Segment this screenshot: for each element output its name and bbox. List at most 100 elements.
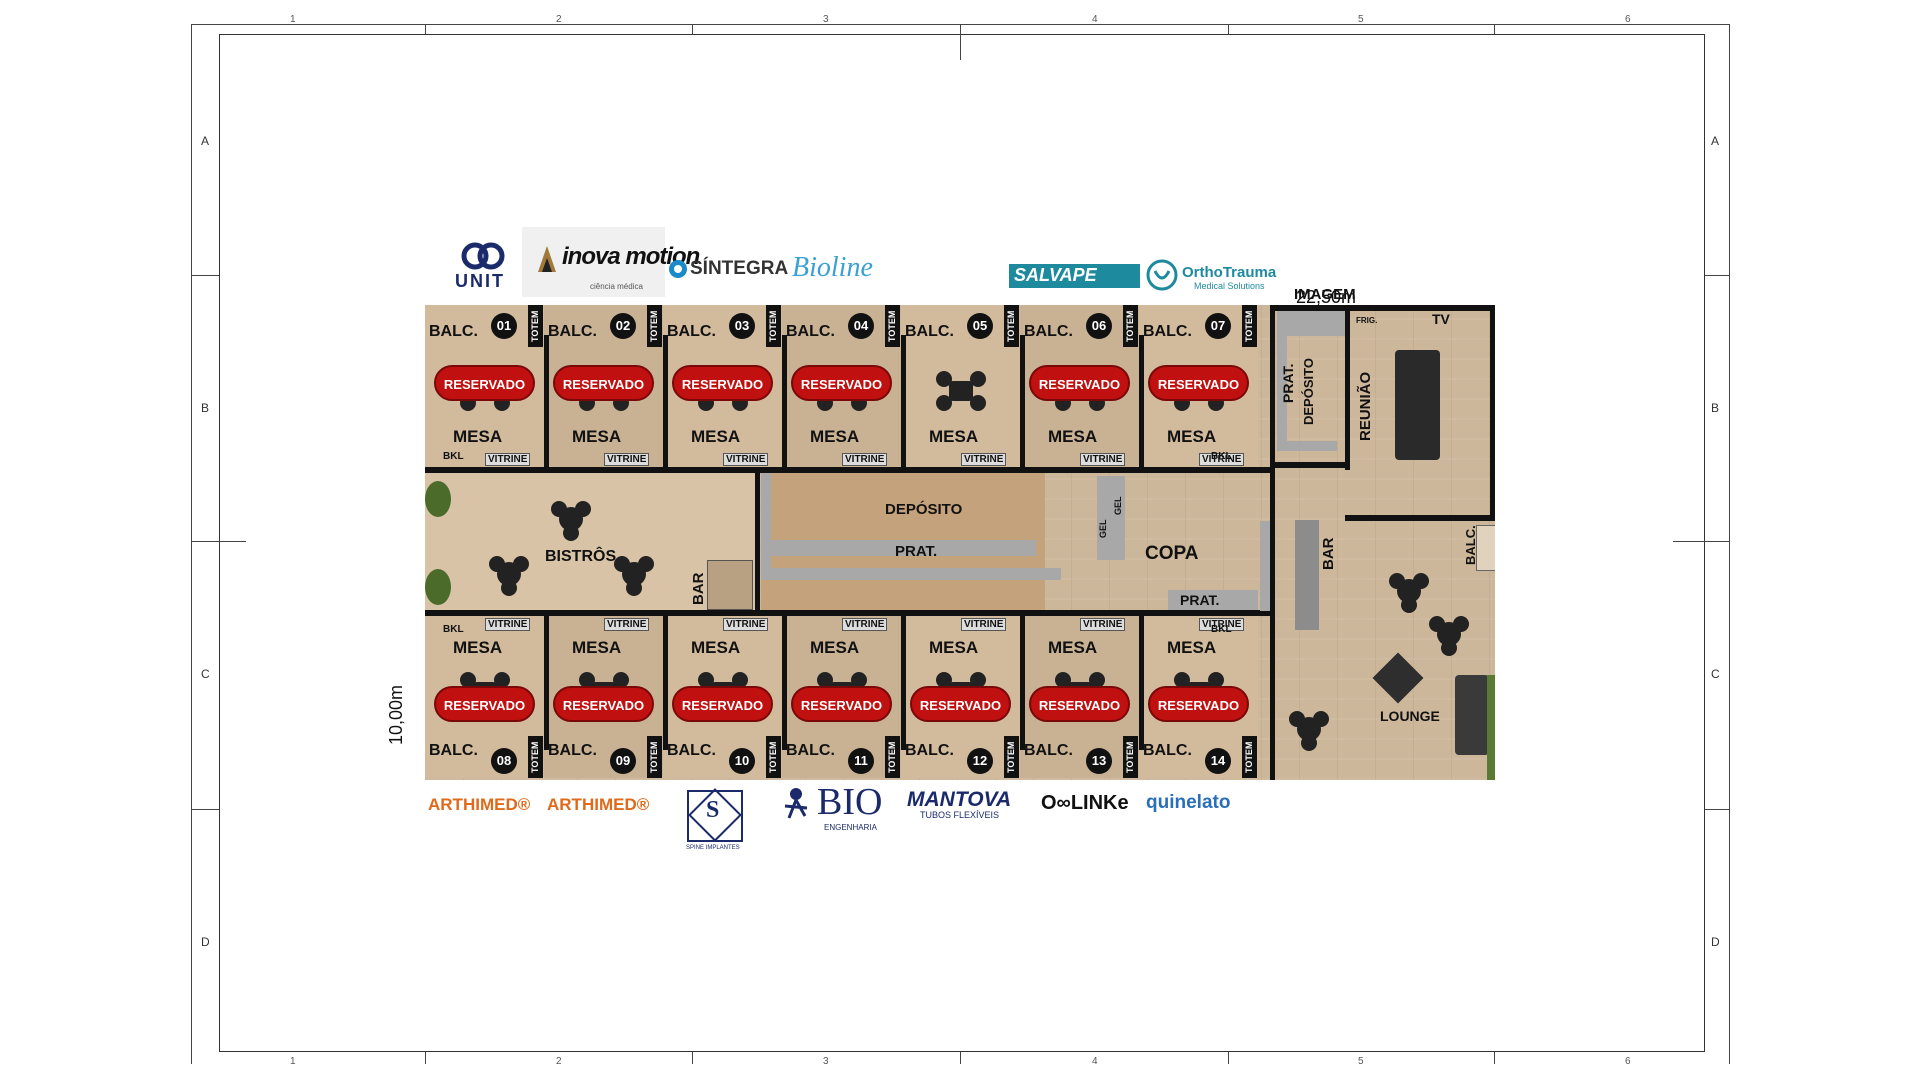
totem-label: TOTEM: [766, 736, 781, 778]
booth-divider-wall: [544, 335, 549, 467]
deposito-wall: [761, 473, 771, 578]
tick: [1494, 24, 1495, 34]
bistro-bar-label: BAR: [690, 572, 707, 606]
booth-number: 04: [848, 313, 874, 339]
mesa-label: MESA: [572, 638, 622, 657]
lounge-chair-icon: [1425, 610, 1473, 658]
right-block-wall: [1270, 305, 1275, 780]
bioline-logo-text: Bioline: [792, 252, 873, 283]
vitrine-label: VITRINE: [1080, 618, 1126, 631]
bkl-label: BKL: [1211, 624, 1232, 635]
bistro-bar-counter: [707, 560, 753, 610]
inova-logo-icon: [534, 242, 560, 276]
reserved-badge: RESERVADO: [434, 686, 535, 722]
bio-logo-sub: ENGENHARIA: [824, 823, 877, 832]
totem-label: TOTEM: [1123, 305, 1138, 347]
booth-number: 08: [491, 748, 517, 774]
orthotrauma-logo-icon: [1146, 259, 1178, 291]
totem-label: TOTEM: [885, 305, 900, 347]
totem-label: TOTEM: [1242, 736, 1257, 778]
reserved-badge: RESERVADO: [910, 686, 1011, 722]
reserved-badge: RESERVADO: [434, 365, 535, 401]
gel-label-1: GEL: [1098, 519, 1108, 538]
booth-number: 12: [967, 748, 993, 774]
totem-label: TOTEM: [647, 305, 662, 347]
balc-label: BALC.: [786, 323, 835, 340]
bio-logo-icon: [781, 786, 811, 826]
reserved-badge: RESERVADO: [791, 686, 892, 722]
frig-label: FRIG.: [1356, 316, 1378, 325]
booth-divider-wall: [663, 616, 668, 750]
col-num: 1: [290, 1056, 296, 1067]
totem-label: TOTEM: [766, 305, 781, 347]
vitrine-label: VITRINE: [1199, 618, 1245, 631]
corridor-wall-bottom: [425, 610, 1270, 616]
lounge-top-wall: [1270, 462, 1350, 468]
booth-number: 07: [1205, 313, 1231, 339]
sheet-outer-right-line: [1729, 24, 1730, 1064]
prat-label-copa: PRAT.: [1180, 592, 1220, 608]
col-num: 3: [823, 1056, 829, 1067]
arthimed-logo-1: ARTHIMED®: [428, 795, 531, 814]
booth-divider-wall: [544, 616, 549, 750]
bar-label-right: BAR: [1320, 537, 1337, 571]
mesa-label: MESA: [929, 427, 979, 446]
tick: [425, 1052, 426, 1064]
totem-label: TOTEM: [528, 305, 543, 347]
col-num: 6: [1625, 1056, 1631, 1067]
reuniao-right-wall: [1490, 305, 1495, 520]
mesa-label: MESA: [1167, 638, 1217, 657]
reserved-badge: RESERVADO: [672, 686, 773, 722]
bkl-label: BKL: [1211, 451, 1232, 462]
mesa-label: MESA: [1048, 427, 1098, 446]
mesa-label: MESA: [691, 638, 741, 657]
mesa-label: MESA: [691, 427, 741, 446]
vitrine-label: VITRINE: [485, 618, 531, 631]
balc-label: BALC.: [1143, 323, 1192, 340]
plan-height-dimension: 10,00m: [386, 684, 406, 745]
mesa-label: MESA: [810, 638, 860, 657]
totem-label: TOTEM: [647, 736, 662, 778]
totem-label: TOTEM: [1004, 305, 1019, 347]
bistro-table-icon: [485, 550, 533, 598]
zone-label-a-right: A: [1711, 134, 1720, 148]
deposito-right-wall: [1345, 305, 1350, 470]
balc-label: BALC.: [429, 742, 478, 759]
booth-divider-wall: [782, 335, 787, 467]
olinke-logo-text: O∞LINKe: [1041, 792, 1129, 814]
booth-divider-wall: [1139, 616, 1144, 750]
col-num: 5: [1358, 1056, 1364, 1067]
col-num: 6: [1625, 14, 1631, 25]
tick: [1494, 1052, 1495, 1064]
arthimed-logo-2: ARTHIMED®: [547, 795, 650, 814]
vitrine-label: VITRINE: [961, 618, 1007, 631]
orthotrauma-logo-text: OrthoTrauma: [1182, 264, 1277, 281]
vitrine-label: VITRINE: [604, 618, 650, 631]
tick: [1705, 809, 1729, 810]
col-num: 2: [556, 1056, 562, 1067]
inova-logo-sub: ciência médica: [590, 282, 643, 291]
lounge-chair-icon: [1285, 705, 1333, 753]
imagem-top-wall: [1270, 305, 1350, 311]
gel-counter: [1111, 476, 1125, 560]
balc-label: BALC.: [786, 742, 835, 759]
tick: [1673, 541, 1729, 542]
reserved-badge: RESERVADO: [1029, 365, 1130, 401]
deposito-label: DEPÓSITO: [885, 501, 963, 518]
reserved-badge: RESERVADO: [553, 365, 654, 401]
tick: [191, 541, 246, 542]
